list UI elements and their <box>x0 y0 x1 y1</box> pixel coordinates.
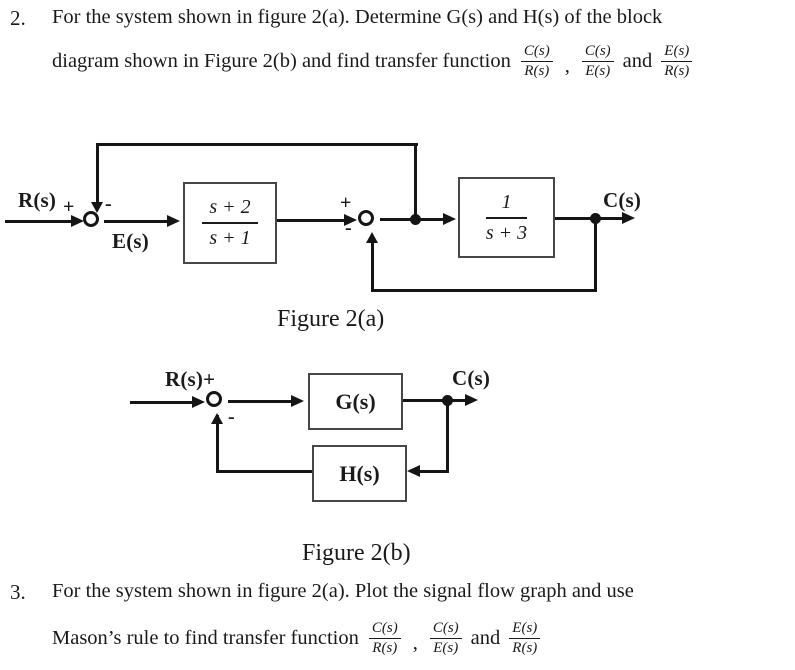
figb-arrowhead-into-sum <box>192 396 205 408</box>
figb-sum-to-g-line <box>228 400 292 403</box>
problem2-line1: For the system shown in figure 2(a). Det… <box>52 6 663 28</box>
figb-arrowhead-into-h <box>407 465 420 477</box>
fraction-e-over-r: E(s) R(s) <box>661 43 693 80</box>
figa-error-label: E(s) <box>112 229 149 253</box>
figb-forward-block-g: G(s) <box>308 373 403 430</box>
and-word: and <box>470 626 501 649</box>
figb-feedback-into-h-line <box>419 470 449 473</box>
figb-summing-junction <box>206 391 222 407</box>
figb-output-label: C(s) <box>452 366 491 390</box>
fraction-c-over-r: C(s) R(s) <box>368 620 401 657</box>
figa-arrowhead-into-block1 <box>167 215 180 227</box>
problem2-number: 2. <box>10 6 26 30</box>
figa-summing-junction-1 <box>83 211 99 227</box>
figa-bottom-feedback-line <box>371 289 597 292</box>
figb-feedback-riser-line <box>216 415 219 473</box>
figa-arrowhead-into-sum1 <box>71 215 84 227</box>
figb-g-label: G(s) <box>335 388 376 414</box>
figa-input-line <box>5 220 75 223</box>
figa-sum1-minus-sign: - <box>105 193 112 215</box>
problem3-line1: For the system shown in figure 2(a). Plo… <box>52 580 634 602</box>
figa-block1-to-sum2-line <box>277 219 345 222</box>
figb-input-label: R(s)+ <box>165 367 216 391</box>
figa-output-label: C(s) <box>603 188 642 212</box>
figa-output-arrowhead <box>622 212 635 224</box>
figb-h-label: H(s) <box>339 460 380 486</box>
figb-output-arrowhead <box>465 394 478 406</box>
figb-arrowhead-into-g <box>291 395 304 407</box>
figb-feedback-drop-line <box>446 400 449 472</box>
figure-2a-caption: Figure 2(a) <box>277 306 385 332</box>
figa-arrowhead-into-block2 <box>443 213 456 225</box>
figa-sum1-plus-sign: + <box>63 196 75 218</box>
figa-top-feedback-drop-line <box>96 143 99 206</box>
figa-arrowhead-up-into-sum2 <box>366 232 378 243</box>
figa-sum2-plus-sign: + <box>340 192 352 214</box>
problem3-number: 3. <box>10 580 26 604</box>
figa-output-line <box>555 217 623 220</box>
figb-output-line <box>403 399 466 402</box>
figa-arrowhead-down-into-sum1 <box>91 202 103 213</box>
fraction-c-over-r: C(s) R(s) <box>520 43 553 80</box>
figa-block-1-over-s3: 1 s + 3 <box>458 177 555 258</box>
figa-arrowhead-into-sum2 <box>344 214 357 226</box>
figb-h-to-sum-line <box>216 470 312 473</box>
figa-bottom-feedback-riser-line <box>371 241 374 292</box>
problem2-line2: diagram shown in Figure 2(b) and find tr… <box>52 43 693 80</box>
figa-pickoff-riser-line <box>414 143 417 220</box>
fraction-c-over-e: C(s) E(s) <box>429 620 462 657</box>
figa-block2-fraction: 1 s + 3 <box>485 190 528 244</box>
figa-block1-fraction: s + 2 s + 1 <box>202 196 258 250</box>
figa-block-s2-over-s1: s + 2 s + 1 <box>183 182 277 264</box>
figa-sum1-to-block1-line <box>104 220 168 223</box>
fraction-c-over-e: C(s) E(s) <box>581 43 614 80</box>
figa-summing-junction-2 <box>358 210 374 226</box>
figa-sum2-minus-sign: - <box>345 217 352 239</box>
and-word: and <box>622 49 653 72</box>
figa-top-feedback-line <box>96 143 418 146</box>
figa-sum2-to-block2-line <box>380 218 444 221</box>
problem3-line2: Mason’s rule to find transfer function C… <box>52 620 541 657</box>
fraction-e-over-r: E(s) R(s) <box>509 620 541 657</box>
comma: , <box>412 631 418 654</box>
comma: , <box>564 54 570 77</box>
figure-2b-caption: Figure 2(b) <box>302 540 411 566</box>
figb-feedback-block-h: H(s) <box>312 445 407 502</box>
figb-arrowhead-up-into-sum <box>211 413 223 424</box>
problem2-line2-prefix: diagram shown in Figure 2(b) and find tr… <box>52 49 511 72</box>
problem3-line2-prefix: Mason’s rule to find transfer function <box>52 626 359 649</box>
figa-input-label: R(s) <box>18 188 57 212</box>
figa-bottom-feedback-drop-line <box>594 218 597 292</box>
figb-minus-sign: - <box>228 406 235 428</box>
figb-input-line <box>130 401 193 404</box>
